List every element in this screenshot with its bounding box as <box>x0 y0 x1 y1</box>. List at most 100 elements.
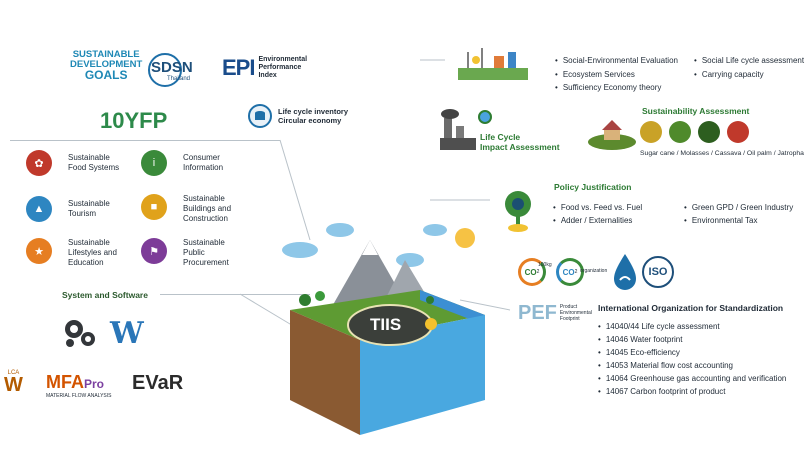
programme-lifestyles: ★ Sustainable Lifestyles and Education <box>26 238 117 268</box>
iso-item-3: 14045 Eco-efficiency <box>598 346 786 359</box>
molasses-icon <box>669 121 691 143</box>
iso-item-2: 14046 Water footprint <box>598 333 786 346</box>
globe-hand-icon <box>425 318 437 330</box>
database-icon <box>248 104 272 128</box>
connector-left-bottom <box>160 294 310 295</box>
tiis-landscape <box>282 223 485 435</box>
sustainability-title: Sustainability Assessment <box>642 106 750 116</box>
buildings-label-3: Construction <box>183 214 228 223</box>
consumer-label-1: Consumer <box>183 153 220 162</box>
lifestyles-label-2: Lifestyles and <box>68 248 117 257</box>
iso-title: International Organization for Standardi… <box>598 303 784 313</box>
lcia-title-1: Life Cycle <box>480 132 521 142</box>
pef-sub-2: Environmental <box>559 310 592 316</box>
food-icon: ✿ <box>26 150 52 176</box>
epi-text-2: Performance <box>258 64 302 71</box>
mfa-pro-text: Pro <box>84 377 105 391</box>
water-drop-icon <box>612 252 638 297</box>
10yfp-logo: 10YFP <box>100 108 167 134</box>
co2-logo-2-note: organization <box>580 268 608 274</box>
buildings-label-2: Buildings and <box>183 204 232 213</box>
lifestyles-label-1: Sustainable <box>68 238 110 247</box>
epi-mark: EPI <box>222 55 255 80</box>
pef-sub-1: Product <box>559 304 578 310</box>
top-right-col1: Social-Environmental Evaluation Ecosyste… <box>555 54 678 95</box>
procurement-label-3: Procurement <box>183 258 229 267</box>
sdsn-logo-text: SDSN <box>151 59 193 76</box>
sugarcane-icon <box>640 121 662 143</box>
procurement-cart-icon: ⚑ <box>141 238 167 264</box>
sdg-logo-line-1: SUSTAINABLE <box>72 49 140 60</box>
programme-food: ✿ Sustainable Food Systems <box>26 150 119 176</box>
mfa-subtitle: MATERIAL FLOW ANALYSIS <box>46 393 112 399</box>
lci-text-1: Life cycle inventory <box>278 107 349 116</box>
top-item-2: Ecosystem Services <box>555 68 678 82</box>
crop-icons <box>640 121 749 143</box>
policy-item-4: Environmental Tax <box>684 214 793 227</box>
oil-palm-icon <box>727 121 749 143</box>
buildings-icon: ■ <box>141 194 167 220</box>
tourism-icon: ▲ <box>26 196 52 222</box>
epi-logo: EPI Environmental Performance Index <box>222 55 307 81</box>
pef-mark: PEF <box>518 302 557 324</box>
farm-icon <box>588 108 636 155</box>
evar-logo: EVaR <box>132 372 184 394</box>
top-item-1: Social-Environmental Evaluation <box>555 54 678 68</box>
co2-logo-1-text: CO <box>524 267 537 277</box>
epi-text-3: Index <box>258 72 277 79</box>
divider-line <box>10 140 280 141</box>
lca-mark: LCA <box>7 370 20 376</box>
food-label-1: Sustainable <box>68 153 110 162</box>
mfa-pro-logo: MFAPro MATERIAL FLOW ANALYSIS <box>46 372 111 399</box>
sdsn-logo: SDSN Thailand <box>145 52 207 88</box>
iso-item-1: 14040/44 Life cycle assessment <box>598 320 786 333</box>
wind-farm-icon <box>458 46 528 85</box>
tiis-label: TIIS <box>370 315 402 334</box>
gears-icon <box>60 315 100 356</box>
top-item-4: Social Life cycle assessment <box>694 54 804 68</box>
programme-consumer: i Consumer Information <box>141 150 223 176</box>
iso-list: 14040/44 Life cycle assessment 14046 Wat… <box>598 320 787 398</box>
policy-col2: Green GPD / Green Industry Environmental… <box>684 201 793 227</box>
policy-plant-icon <box>500 178 536 239</box>
programme-buildings: ■ Sustainable Buildings and Construction <box>141 194 231 224</box>
policy-title: Policy Justification <box>554 182 632 192</box>
tourism-label-2: Tourism <box>68 209 97 218</box>
pef-logo: PEF Product Environmental Footprint <box>518 302 592 325</box>
consumer-label-2: Information <box>183 163 224 172</box>
crops-label: Sugar cane / Molasses / Cassava / Oil pa… <box>640 150 804 157</box>
procurement-label-1: Sustainable <box>183 238 225 247</box>
top-right-col2: Social Life cycle assessment Carrying ca… <box>694 54 804 81</box>
lifestyles-icon: ★ <box>26 238 52 264</box>
food-label-2: Food Systems <box>68 163 120 172</box>
lcia-title: Life Cycle Impact Assessment <box>480 132 560 152</box>
lci-block: Life cycle inventory Circular economy <box>248 104 348 128</box>
mfa-text: MFA <box>46 372 84 392</box>
programme-procurement: ⚑ Sustainable Public Procurement <box>141 238 229 268</box>
policy-item-1: Food vs. Feed vs. Fuel <box>553 201 642 214</box>
co2-logo-2-sub: 2 <box>574 269 578 275</box>
pef-sub-3: Footprint <box>559 316 580 322</box>
globe-icon <box>478 110 492 124</box>
co2-logo-2-text: CO <box>562 267 575 277</box>
iso-item-5: 14064 Greenhouse gas accounting and veri… <box>598 372 787 385</box>
top-item-5: Carrying capacity <box>694 68 804 82</box>
10yfp-logo-text: 10YFP <box>100 108 168 133</box>
buildings-label-1: Sustainable <box>183 194 225 203</box>
co2-logo-1-sub: 2 <box>536 269 540 275</box>
epi-text-1: Environmental <box>258 56 308 63</box>
programme-tourism: ▲ Sustainable Tourism <box>26 196 110 222</box>
w-leaf-icon: W <box>110 316 144 351</box>
procurement-label-2: Public <box>183 248 205 257</box>
policy-col1: Food vs. Feed vs. Fuel Adder / Externali… <box>553 201 642 227</box>
consumer-info-icon: i <box>141 150 167 176</box>
iso-item-4: 14053 Material flow cost accounting <box>598 359 786 372</box>
iso-logo-text: ISO <box>648 266 668 278</box>
sdg-logo: SUSTAINABLE DEVELOPMENT GOALS <box>70 49 143 82</box>
system-software-title: System and Software <box>62 290 148 300</box>
iso-logo: ISO <box>642 256 674 288</box>
sdg-logo-line-2: DEVELOPMENT <box>70 59 143 70</box>
tourism-label-1: Sustainable <box>68 199 110 208</box>
